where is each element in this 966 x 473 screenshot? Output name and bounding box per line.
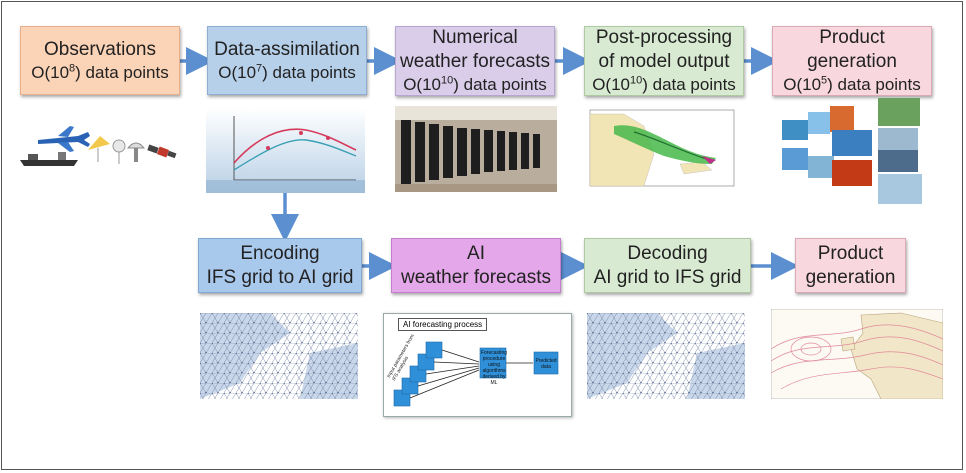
post-processing-count: O(1010) data points: [592, 74, 736, 94]
decoding-subtitle: AI grid to IFS grid: [593, 266, 742, 288]
encoding-box: Encoding IFS grid to AI grid: [198, 238, 362, 293]
ai-process-header: AI forecasting process: [398, 318, 488, 331]
ai-forecasting-process-panel: AI forecasting process Input parameters …: [383, 313, 572, 417]
observations-count: O(108) data points: [31, 61, 169, 82]
nwf-box: Numerical weather forecasts O(1010) data…: [395, 26, 555, 96]
decoding-mesh-grid-image: [587, 313, 745, 399]
data-assimilation-title: Data-assimilation: [214, 38, 360, 60]
hurricane-track-plot-image: [584, 104, 739, 194]
nwf-count: O(1010) data points: [403, 74, 547, 94]
product-photo-collage-image: [782, 98, 922, 204]
satellite-icon: [147, 144, 177, 159]
product-generation-bottom-box: Product generation: [795, 238, 906, 293]
ai-output-label: Predicted data: [535, 358, 557, 370]
ai-forecasts-subtitle: weather forecasts: [401, 266, 551, 288]
data-assimilation-box: Data-assimilation O(107) data points: [207, 26, 367, 95]
data-assimilation-count: O(107) data points: [218, 61, 356, 82]
ai-process-label: Forecasting procedure using algorithms d…: [480, 350, 508, 386]
product-generation-top-box: Product generation O(105) data points: [772, 26, 932, 96]
nwf-title-line2: weather forecasts: [400, 51, 550, 72]
radar-dish-icon: [126, 142, 146, 162]
decoding-box: Decoding AI grid to IFS grid: [584, 238, 751, 293]
product-generation-top-line1: Product: [819, 27, 885, 48]
weather-balloon-icon: [88, 136, 126, 164]
encoding-mesh-grid-image: [200, 313, 358, 399]
airplane-icon: [38, 126, 90, 152]
product-generation-bottom-line1: Product: [817, 242, 884, 264]
observations-box: Observations O(108) data points: [20, 26, 180, 95]
encoding-subtitle: IFS grid to AI grid: [206, 266, 354, 288]
product-generation-top-count: O(105) data points: [783, 74, 921, 94]
observation-platforms-image: [20, 126, 177, 166]
ship-icon: [20, 152, 78, 166]
product-generation-bottom-line2: generation: [805, 266, 896, 288]
ai-weather-forecasts-box: AI weather forecasts: [391, 238, 561, 293]
data-assimilation-graph-image: [206, 108, 365, 193]
nwf-title-line1: Numerical: [432, 27, 518, 48]
post-processing-box: Post-processing of model output O(1010) …: [584, 26, 744, 96]
post-processing-title-line1: Post-processing: [595, 27, 733, 48]
observations-title: Observations: [44, 38, 156, 60]
supercomputer-image: [395, 106, 557, 192]
product-generation-top-line2: generation: [807, 51, 897, 72]
encoding-title: Encoding: [240, 242, 320, 264]
product-europe-map-image: [771, 309, 943, 399]
decoding-title: Decoding: [627, 242, 708, 264]
ai-forecasts-title: AI: [467, 242, 485, 264]
post-processing-title-line2: of model output: [598, 51, 730, 72]
ai-process-diagram: [393, 341, 559, 407]
